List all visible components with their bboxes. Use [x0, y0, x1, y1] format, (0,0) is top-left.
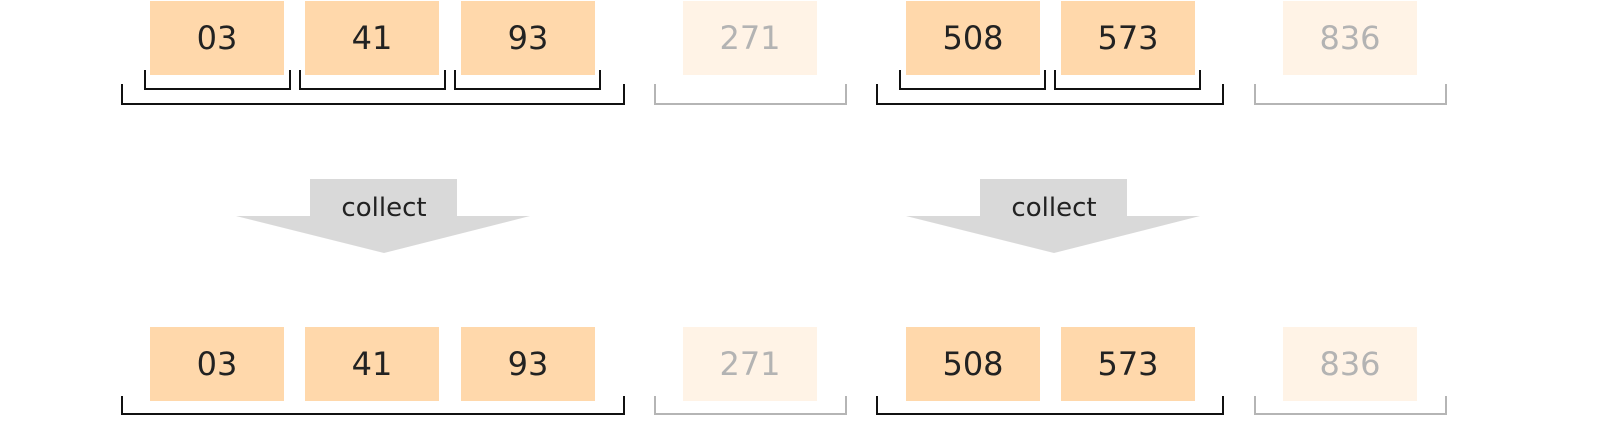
top-box-03: 03 — [150, 1, 284, 75]
bottom-box-271: 271 — [683, 327, 817, 401]
top-box-271: 271 — [683, 1, 817, 75]
bottom-box-573: 573 — [1061, 327, 1195, 401]
top-box-93: 93 — [461, 1, 595, 75]
bottom-box-41: 41 — [305, 327, 439, 401]
collect-arrow — [236, 179, 530, 253]
top-box-836: 836 — [1283, 1, 1417, 75]
top-box-label: 93 — [507, 19, 549, 57]
bottom-box-836: 836 — [1283, 327, 1417, 401]
bottom-box-label: 573 — [1097, 345, 1159, 383]
top-box-573: 573 — [1061, 1, 1195, 75]
top-box-label: 271 — [719, 19, 781, 57]
top-box-label: 836 — [1319, 19, 1381, 57]
top-box-label: 03 — [196, 19, 238, 57]
bottom-box-03: 03 — [150, 327, 284, 401]
group-bracket — [876, 84, 1224, 105]
bottom-box-93: 93 — [461, 327, 595, 401]
bottom-box-label: 41 — [351, 345, 393, 383]
bottom-box-label: 836 — [1319, 345, 1381, 383]
collect-arrow — [906, 179, 1200, 253]
top-box-label: 573 — [1097, 19, 1159, 57]
top-box-label: 508 — [942, 19, 1004, 57]
bottom-box-label: 271 — [719, 345, 781, 383]
group-bracket-faded — [1254, 84, 1447, 105]
top-box-41: 41 — [305, 1, 439, 75]
top-box-label: 41 — [351, 19, 393, 57]
bottom-box-label: 93 — [507, 345, 549, 383]
bottom-box-label: 03 — [196, 345, 238, 383]
collect-arrow-label: collect — [1011, 193, 1096, 223]
bottom-box-label: 508 — [942, 345, 1004, 383]
top-box-508: 508 — [906, 1, 1040, 75]
bottom-box-508: 508 — [906, 327, 1040, 401]
group-bracket-faded — [654, 84, 847, 105]
group-bracket — [121, 84, 625, 105]
collect-arrow-label: collect — [341, 193, 426, 223]
